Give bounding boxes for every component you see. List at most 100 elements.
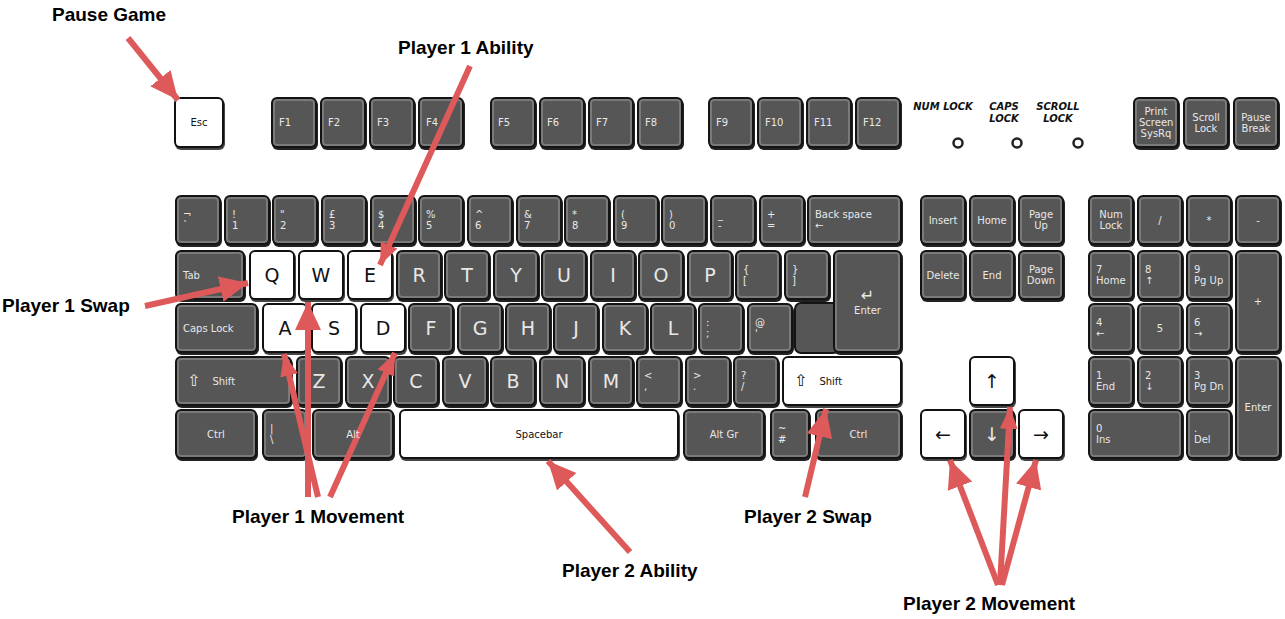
keyboard-key: K bbox=[602, 303, 648, 353]
keyboard-key: ~# bbox=[770, 409, 810, 459]
keyboard-key: Alt Gr bbox=[683, 409, 765, 459]
keyboard-key: <, bbox=[636, 356, 682, 406]
key-legend: 7 bbox=[1096, 264, 1102, 275]
key-legend: ^ bbox=[475, 209, 483, 220]
keyboard-key: Scroll Lock bbox=[1183, 97, 1229, 148]
pointer-arrow bbox=[380, 66, 470, 265]
key-legend: Y bbox=[510, 265, 522, 286]
keyboard-key: += bbox=[759, 195, 805, 245]
key-legend: F4 bbox=[426, 117, 438, 128]
key-legend: 5 bbox=[1157, 323, 1163, 334]
key-legend: ↓ bbox=[1145, 381, 1153, 392]
key-legend: ( bbox=[621, 209, 625, 220]
keyboard-key: ⇧Shift bbox=[782, 356, 902, 406]
key-legend: + bbox=[1254, 296, 1262, 307]
key-legend: @ bbox=[755, 317, 765, 328]
keyboard-key: F2 bbox=[320, 97, 366, 148]
key-legend: L bbox=[668, 318, 679, 339]
keyboard-key: Ctrl bbox=[175, 409, 257, 459]
key-legend: E bbox=[364, 265, 376, 286]
key-legend: Alt Gr bbox=[710, 429, 739, 440]
keyboard-key: Pause Break bbox=[1233, 97, 1279, 148]
key-legend: Esc bbox=[190, 117, 207, 128]
key-legend: ↑ bbox=[984, 371, 1000, 392]
key-legend: P bbox=[704, 265, 715, 286]
indicator-led bbox=[1013, 139, 1022, 148]
key-legend: → bbox=[1033, 424, 1049, 445]
key-legend: / bbox=[741, 381, 744, 392]
key-legend: 2 bbox=[1145, 370, 1151, 381]
key-legend: J bbox=[573, 318, 579, 339]
keyboard-key: *8 bbox=[564, 195, 610, 245]
keyboard-key: {[ bbox=[735, 250, 781, 300]
key-legend: Print Screen SysRq bbox=[1139, 106, 1173, 139]
key-legend: [ bbox=[743, 275, 747, 286]
key-legend: Page Up bbox=[1024, 209, 1058, 231]
keyboard-key: Alt bbox=[312, 409, 394, 459]
key-legend: F10 bbox=[765, 117, 783, 128]
key-legend: D bbox=[376, 318, 391, 339]
key-legend: F6 bbox=[547, 117, 559, 128]
indicator-label: CAPS LOCK bbox=[974, 101, 1034, 124]
key-legend: Home bbox=[977, 215, 1007, 226]
keyboard-key: Enter bbox=[1235, 356, 1281, 459]
key-legend: Home bbox=[1096, 275, 1126, 286]
keyboard-key: Back space← bbox=[807, 195, 902, 245]
key-legend: Pg Up bbox=[1194, 275, 1223, 286]
keyboard-key: F7 bbox=[588, 97, 634, 148]
pointer-arrow bbox=[128, 38, 178, 100]
keyboard-key: Home bbox=[969, 195, 1015, 245]
key-legend: F2 bbox=[328, 117, 340, 128]
key-legend: C bbox=[409, 371, 422, 392]
key-legend: " bbox=[280, 209, 285, 220]
key-legend: / bbox=[1158, 215, 1161, 226]
keyboard-key: .Del bbox=[1186, 409, 1232, 459]
keyboard-key: (9 bbox=[613, 195, 659, 245]
key-legend: ← bbox=[1096, 328, 1104, 339]
key-legend: Spacebar bbox=[515, 429, 562, 440]
key-legend: F9 bbox=[716, 117, 728, 128]
keyboard-key: 8↑ bbox=[1137, 250, 1183, 300]
key-legend: 0 bbox=[1096, 423, 1102, 434]
key-legend: I bbox=[610, 265, 616, 286]
key-legend: K bbox=[619, 318, 631, 339]
key-legend: Enter bbox=[854, 305, 881, 316]
keyboard-key: O bbox=[638, 250, 684, 300]
keyboard-key: 3Pg Dn bbox=[1186, 356, 1232, 406]
keyboard-key: ↓ bbox=[969, 409, 1015, 459]
pointer-arrow bbox=[548, 461, 630, 552]
key-legend: F bbox=[426, 318, 437, 339]
pointer-arrow bbox=[805, 409, 826, 497]
key-legend: F1 bbox=[279, 117, 291, 128]
keyboard-key: |\ bbox=[262, 409, 308, 459]
keyboard-key: 0Ins bbox=[1088, 409, 1183, 459]
key-legend: O bbox=[654, 265, 669, 286]
keyboard-key: 4← bbox=[1088, 303, 1134, 353]
pointer-arrow bbox=[1000, 407, 1010, 585]
keyboard-key: J bbox=[553, 303, 599, 353]
keyboard-key: / bbox=[1137, 195, 1183, 245]
key-legend: 1 bbox=[1096, 370, 1102, 381]
key-legend: * bbox=[1207, 215, 1212, 226]
key-legend: 9 bbox=[621, 220, 627, 231]
keyboard-key: U bbox=[541, 250, 587, 300]
key-legend: W bbox=[312, 265, 331, 286]
keyboard-key: End bbox=[969, 250, 1015, 300]
pointer-arrow bbox=[950, 460, 998, 585]
key-legend: ← bbox=[815, 220, 823, 231]
key-legend: A bbox=[279, 318, 292, 339]
keyboard-key: $4 bbox=[370, 195, 416, 245]
keyboard-key: F6 bbox=[539, 97, 585, 148]
keyboard-key: Q bbox=[249, 250, 295, 300]
key-legend: ! bbox=[232, 209, 236, 220]
keyboard-key: Ctrl bbox=[815, 409, 902, 459]
keyboard-key: Spacebar bbox=[399, 409, 679, 459]
indicator-label: NUM LOCK bbox=[913, 101, 973, 113]
key-legend: M bbox=[603, 371, 619, 392]
key-legend: < bbox=[644, 370, 652, 381]
pointer-arrow bbox=[1002, 460, 1036, 585]
keyboard-key: W bbox=[298, 250, 344, 300]
key-legend: _ bbox=[718, 209, 723, 220]
key-legend: X bbox=[361, 371, 374, 392]
key-legend: . bbox=[693, 381, 696, 392]
